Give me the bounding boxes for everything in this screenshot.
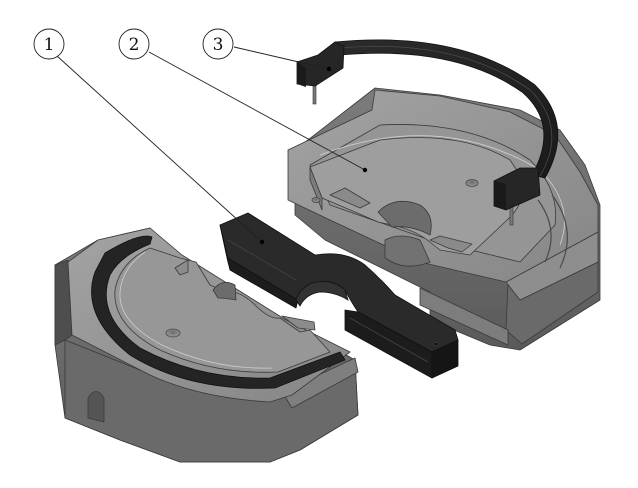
center-bar-cutout <box>295 281 349 307</box>
callout-label-1: 1 <box>44 35 55 55</box>
center-bar-left-groove <box>227 239 297 281</box>
callout-1: 1 <box>33 28 65 60</box>
upper-plate-groove-2 <box>537 199 552 263</box>
upper-plate-groove-3 <box>551 194 568 269</box>
center-bar-end-face <box>431 339 459 379</box>
callout-circle-2 <box>118 28 150 60</box>
callout-3: 3 <box>202 28 234 60</box>
upper-plate-triangular-notch <box>429 235 473 253</box>
center-bar-hole <box>433 342 439 346</box>
upper-plate-hole-right <box>465 179 479 187</box>
upper-base-plate <box>287 87 601 351</box>
arc-seal-end-block-left-face <box>297 62 306 87</box>
leader-dot-3 <box>326 66 332 72</box>
upper-plate-lower-step <box>419 287 509 346</box>
arc-seal-band-highlight <box>339 46 553 177</box>
center-bar-right-groove <box>349 317 429 363</box>
leader-line-2 <box>148 51 366 171</box>
black-arc-seal <box>296 39 559 211</box>
lower-plate-tab-top <box>174 259 189 276</box>
lower-plate-center-cutout <box>212 282 237 301</box>
lower-plate-front-bevel <box>281 357 359 409</box>
lower-plate-seal-groove <box>91 235 346 389</box>
leader-line-1 <box>56 55 263 243</box>
callout-circle-1 <box>33 28 65 60</box>
center-bar-left-side <box>219 224 299 309</box>
upper-plate-groove-1 <box>319 135 565 246</box>
upper-plate-left-notch <box>329 187 371 209</box>
lower-plate-hole <box>165 328 181 338</box>
leader-line-3 <box>233 46 330 70</box>
arc-seal-end-block-right-face <box>494 181 506 210</box>
lower-plate-inner-ring <box>119 251 273 369</box>
lower-base-plate <box>54 227 359 463</box>
upper-plate-hole-left <box>311 197 321 203</box>
upper-plate-center-cutout <box>377 200 432 236</box>
lower-plate-arch-cutout <box>87 391 105 423</box>
callout-label-2: 2 <box>129 35 140 55</box>
callout-2: 2 <box>118 28 150 60</box>
lower-plate-left-face <box>54 259 73 346</box>
callout-label-3: 3 <box>213 35 224 55</box>
lower-plate-tab-right <box>281 315 316 331</box>
callouts: 1 2 3 <box>33 28 368 245</box>
leader-dot-2 <box>362 167 368 173</box>
callout-circle-3 <box>202 28 234 60</box>
arc-seal-band <box>334 39 559 179</box>
black-center-bar <box>219 212 459 379</box>
upper-plate-center-cutout-lower <box>384 235 431 267</box>
leader-dot-1 <box>259 239 265 245</box>
lower-plate-inner-disk <box>114 247 331 373</box>
